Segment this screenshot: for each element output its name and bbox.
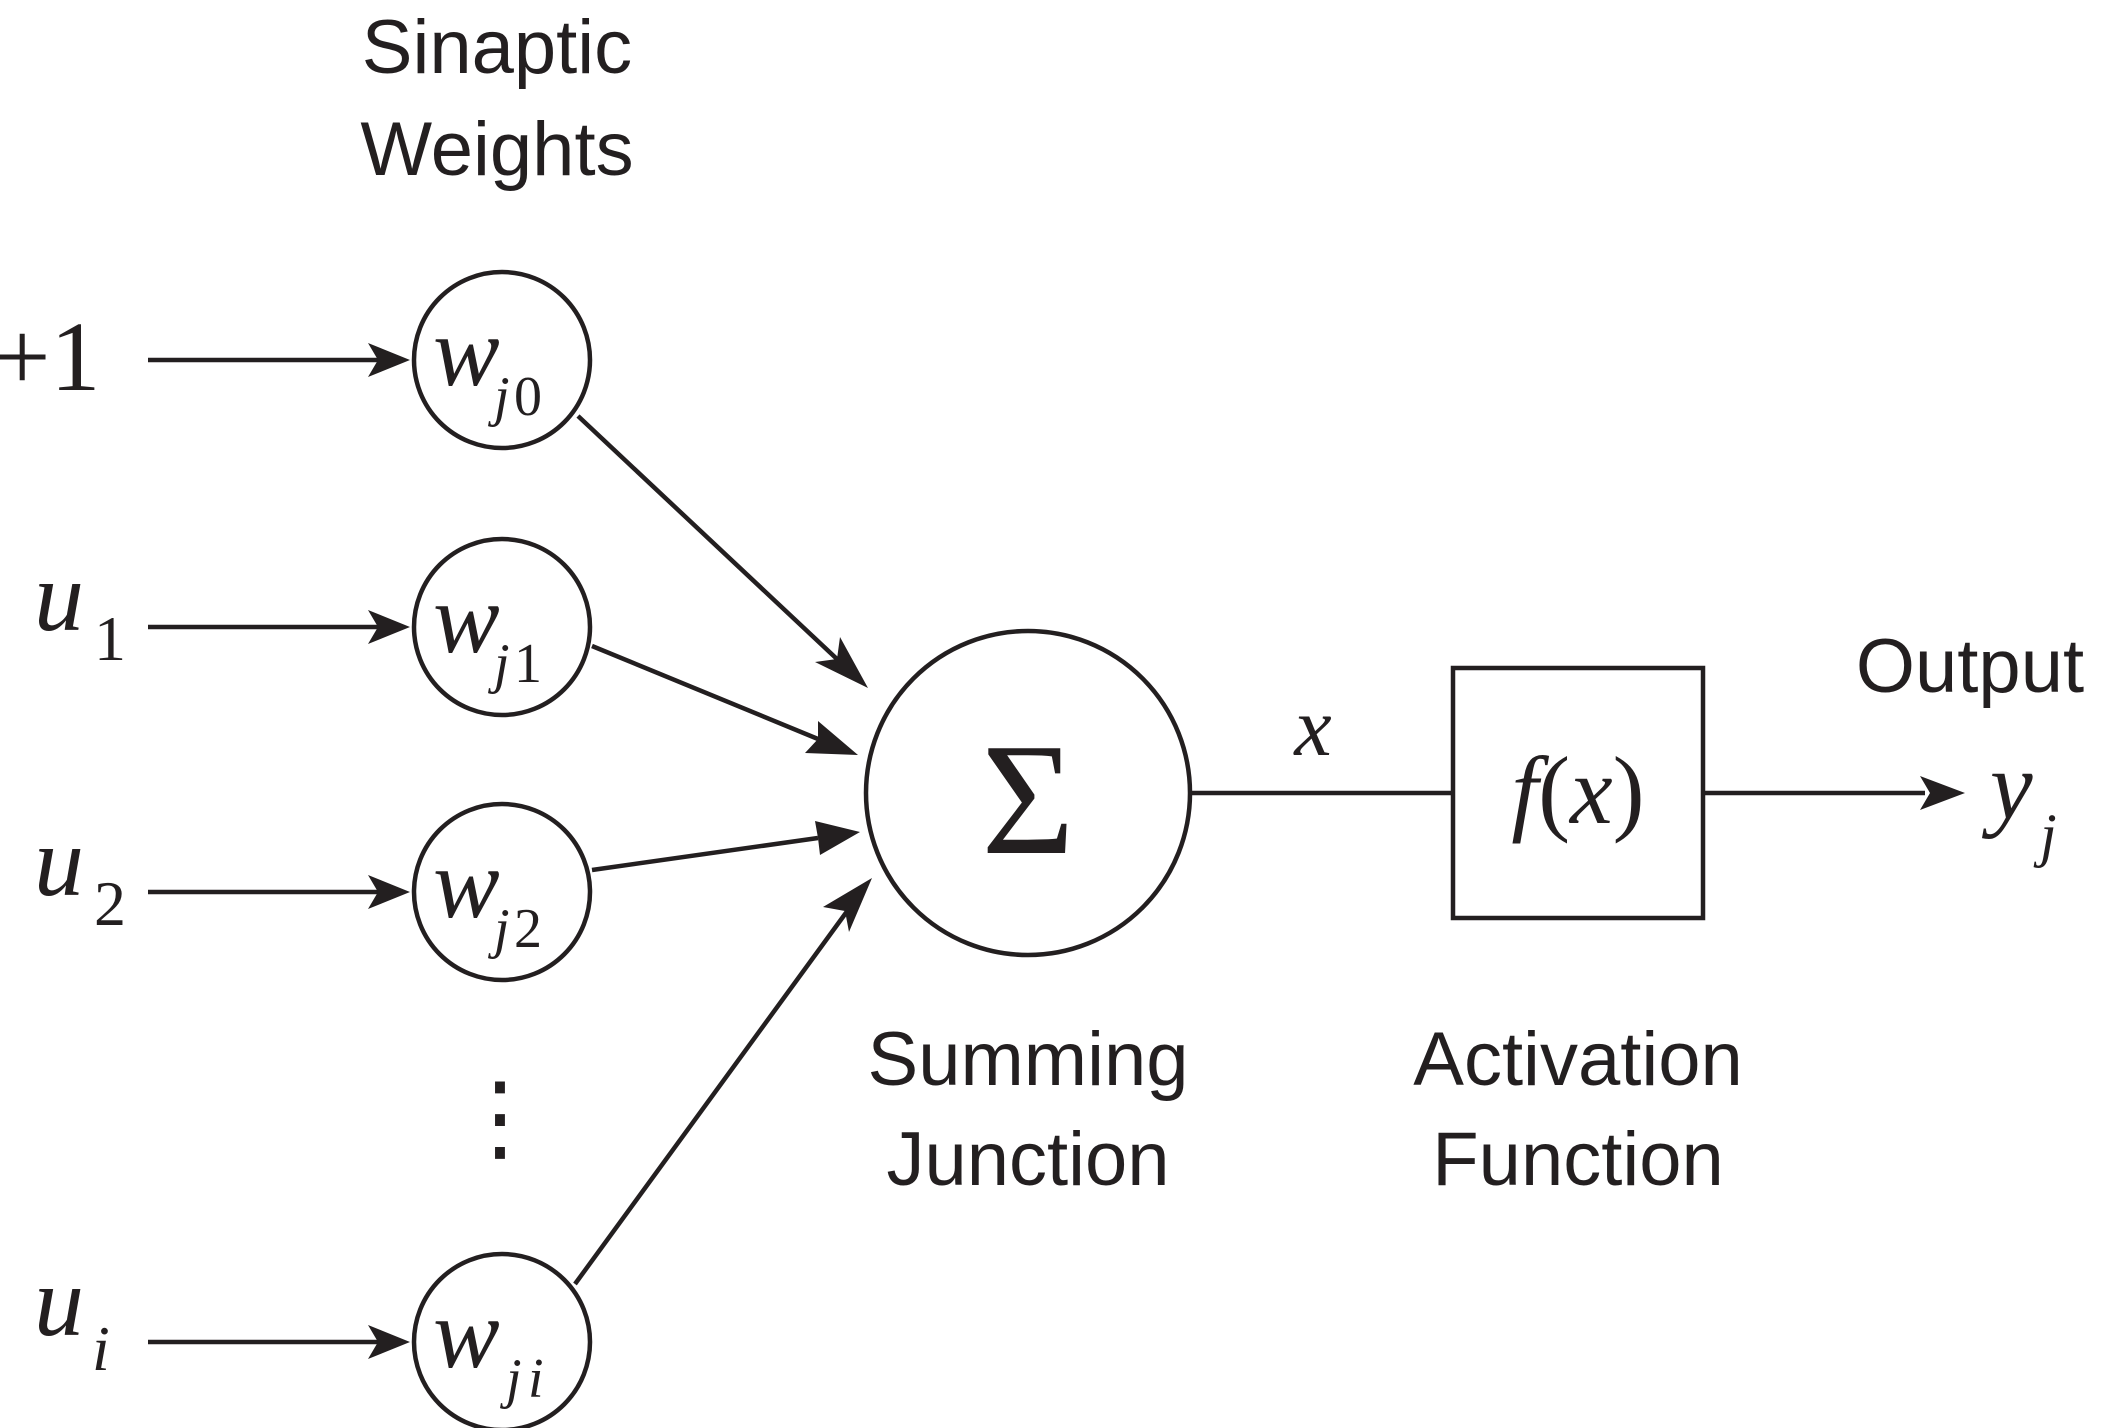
weight-sub-j-1: j	[488, 633, 510, 695]
connection-wi-sum-head	[823, 878, 872, 932]
input-arrow-u2-head	[368, 875, 410, 909]
connection-w1-sum	[591, 643, 819, 742]
weight-sub-j-0: j	[488, 366, 510, 428]
connection-w2-sum-head	[815, 821, 860, 855]
weight-sub-j-2: j	[488, 898, 510, 960]
weight-sub-j-i: j	[500, 1348, 522, 1410]
weight-sub-idx-0: 0	[514, 366, 542, 428]
weight-symbol-i: w	[433, 1278, 500, 1389]
weight-symbol-1: w	[433, 563, 500, 674]
input-label-bias: +1	[0, 301, 100, 412]
connection-w1-sum-head	[805, 721, 858, 755]
weight-sub-idx-i: i	[528, 1348, 544, 1410]
connection-w0-sum	[576, 414, 840, 662]
output-label: Output	[1856, 624, 2084, 709]
weight-symbol-0: w	[433, 296, 500, 407]
connection-w2-sum	[591, 835, 819, 873]
weights-title-line2: Weights	[360, 107, 633, 192]
weight-node-i	[411, 1251, 593, 1428]
weights-title-line1: Sinaptic	[362, 5, 632, 90]
activation-box	[1450, 665, 1706, 921]
input-arrow-u1-head	[368, 610, 410, 644]
connection-wi-sum	[573, 908, 850, 1286]
input-arrow-ui-head	[368, 1325, 410, 1359]
sum-symbol: Σ	[981, 710, 1074, 888]
weight-node-2	[411, 801, 593, 983]
input-label-u1: u	[34, 541, 84, 652]
output-symbol: y	[1981, 732, 2033, 839]
activation-label-line1: Activation	[1413, 1017, 1743, 1102]
input-sub-ui: i	[92, 1313, 110, 1384]
ellipsis: ⋮	[452, 1064, 548, 1171]
weight-node-0	[411, 269, 593, 451]
activation-label-line2: Function	[1432, 1117, 1724, 1202]
output-arrow-head	[1920, 776, 1965, 810]
connection-w0-sum-head	[815, 637, 868, 688]
summing-label-line1: Summing	[868, 1017, 1189, 1102]
activation-expression: f(x)	[1511, 737, 1644, 844]
summing-label-line2: Junction	[886, 1117, 1169, 1202]
weight-node-1	[411, 536, 593, 718]
input-label-ui: u	[34, 1246, 84, 1357]
input-sub-u1: 1	[94, 603, 126, 674]
output-sub: j	[2033, 802, 2057, 868]
input-label-u2: u	[34, 806, 84, 917]
weight-sub-idx-2: 2	[514, 898, 542, 960]
signal-label: x	[1292, 681, 1331, 774]
input-arrow-bias-head	[368, 343, 410, 377]
input-sub-u2: 2	[94, 868, 126, 939]
weight-symbol-2: w	[433, 828, 500, 939]
weight-sub-idx-1: 1	[514, 633, 542, 695]
